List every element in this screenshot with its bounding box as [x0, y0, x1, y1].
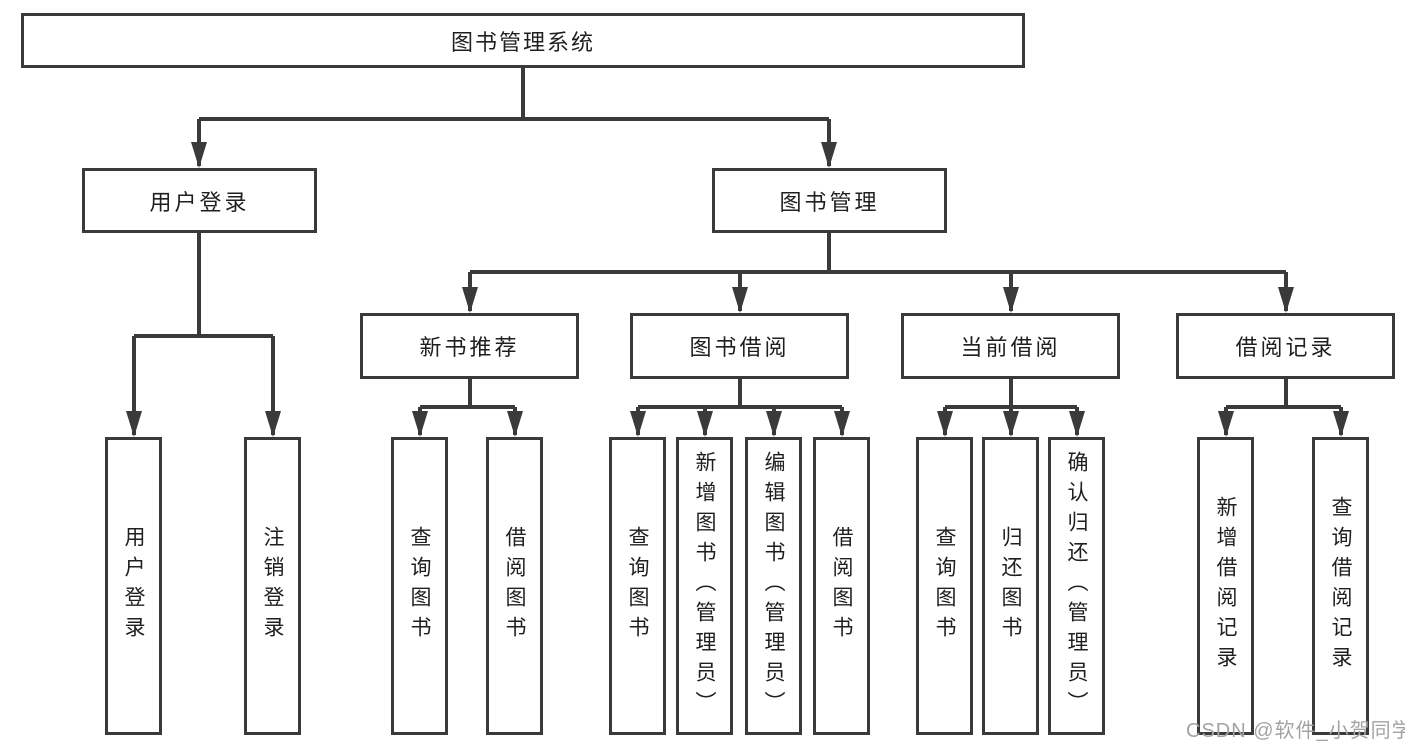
node-borrow-records: 借阅记录: [1176, 313, 1395, 379]
csdn-watermark: CSDN @软件_小贺同学: [1186, 720, 1405, 742]
node-new-book-recommend: 新书推荐: [360, 313, 579, 379]
leaf-label: 新增图书（管理员）: [693, 451, 716, 721]
node-label: 图书借阅: [689, 335, 790, 360]
leaf-query-books-recommend: 查询图书: [391, 437, 448, 735]
node-label: 新书推荐: [419, 335, 520, 360]
leaf-query-borrow-record: 查询借阅记录: [1312, 437, 1369, 735]
leaf-label: 借阅图书: [830, 526, 853, 646]
leaf-label: 查询图书: [933, 526, 956, 646]
node-book-borrow: 图书借阅: [630, 313, 849, 379]
leaf-label: 注销登录: [261, 526, 284, 646]
node-root: 图书管理系统: [21, 13, 1025, 68]
leaf-add-book-admin: 新增图书（管理员）: [676, 437, 733, 735]
node-label: 借阅记录: [1235, 335, 1336, 360]
leaf-user-login: 用户登录: [105, 437, 162, 735]
node-root-label: 图书管理系统: [450, 29, 595, 55]
leaf-label: 编辑图书（管理员）: [762, 451, 785, 721]
leaf-add-borrow-record: 新增借阅记录: [1197, 437, 1254, 735]
leaf-label: 查询借阅记录: [1329, 496, 1352, 676]
leaf-logout: 注销登录: [244, 437, 301, 735]
leaf-label: 查询图书: [626, 526, 649, 646]
leaf-query-books-borrow: 查询图书: [609, 437, 666, 735]
node-label: 当前借阅: [960, 335, 1061, 360]
leaf-label: 新增借阅记录: [1214, 496, 1237, 676]
node-book-management: 图书管理: [712, 168, 947, 233]
leaf-query-books-current: 查询图书: [916, 437, 973, 735]
leaf-label: 查询图书: [408, 526, 431, 646]
leaf-borrow-books-borrow: 借阅图书: [813, 437, 870, 735]
leaf-label: 用户登录: [122, 526, 145, 646]
leaf-confirm-return-admin: 确认归还（管理员）: [1048, 437, 1105, 735]
leaf-return-book: 归还图书: [982, 437, 1039, 735]
leaf-label: 归还图书: [999, 526, 1022, 646]
leaf-label: 确认归还（管理员）: [1065, 451, 1088, 721]
leaf-borrow-books-recommend: 借阅图书: [486, 437, 543, 735]
node-label: 用户登录: [149, 189, 250, 215]
node-user-login: 用户登录: [82, 168, 317, 233]
leaf-label: 借阅图书: [503, 526, 526, 646]
node-label: 图书管理: [779, 189, 880, 215]
leaf-edit-book-admin: 编辑图书（管理员）: [745, 437, 802, 735]
node-current-borrow: 当前借阅: [901, 313, 1120, 379]
